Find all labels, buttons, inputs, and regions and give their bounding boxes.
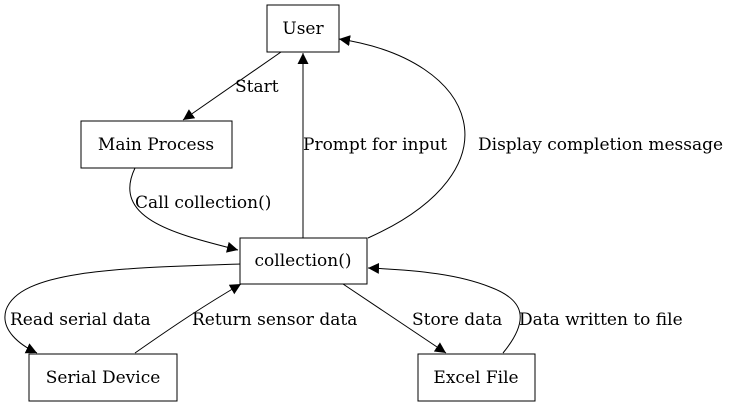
edge-data-written: Data written to file xyxy=(367,262,683,354)
node-main-process-label: Main Process xyxy=(98,135,214,155)
edge-start-label: Start xyxy=(235,77,279,97)
edge-display-completion-label: Display completion message xyxy=(478,135,723,155)
edge-read-serial-data-label: Read serial data xyxy=(10,310,151,330)
edge-data-written-label: Data written to file xyxy=(519,310,683,330)
edge-store-data-line xyxy=(342,283,447,354)
node-main-process-box xyxy=(80,120,233,169)
node-main-process: Main Process xyxy=(80,120,233,169)
edge-call-collection: Call collection() xyxy=(129,167,271,253)
edge-return-sensor-data-label: Return sensor data xyxy=(192,310,357,330)
node-excel-file-box xyxy=(417,353,536,402)
edge-store-data-label: Store data xyxy=(412,310,502,330)
edge-return-sensor-data: Return sensor data xyxy=(134,283,357,354)
node-collection-box xyxy=(239,237,368,285)
edge-call-collection-line xyxy=(129,167,239,253)
edge-return-sensor-data-line xyxy=(134,283,242,354)
node-serial-device-label: Serial Device xyxy=(46,368,161,388)
node-serial-device: Serial Device xyxy=(28,353,178,402)
edge-call-collection-label: Call collection() xyxy=(135,193,271,213)
edge-store-data: Store data xyxy=(342,283,502,354)
node-collection-label: collection() xyxy=(255,251,352,271)
edge-start: Start xyxy=(182,51,282,121)
edge-prompt-for-input-label: Prompt for input xyxy=(303,135,447,155)
node-excel-file-label: Excel File xyxy=(433,368,518,388)
edge-data-written-line xyxy=(367,262,521,354)
edge-display-completion-line xyxy=(338,35,466,239)
edge-read-serial-data-line xyxy=(4,263,241,354)
edge-start-line xyxy=(182,51,282,121)
node-user-label: User xyxy=(282,19,324,39)
edge-prompt-for-input: Prompt for input xyxy=(297,53,447,238)
node-collection: collection() xyxy=(239,237,368,285)
edge-read-serial-data: Read serial data xyxy=(4,263,241,354)
node-user: User xyxy=(266,4,340,53)
node-excel-file: Excel File xyxy=(417,353,536,402)
edge-display-completion: Display completion message xyxy=(338,35,723,239)
node-serial-device-box xyxy=(28,353,178,402)
node-user-box xyxy=(266,4,340,53)
